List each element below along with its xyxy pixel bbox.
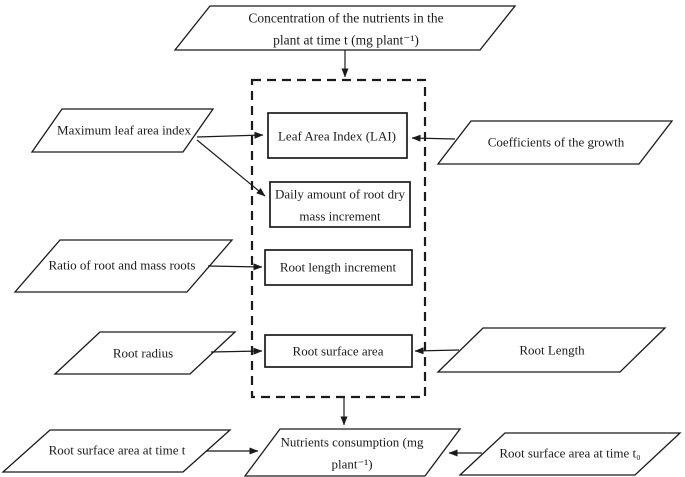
nutrients-consumption-label-line2: plant⁻¹): [331, 456, 373, 472]
node-root-surface-area: [264, 334, 413, 368]
arrow-maxlai-to-lai: [196, 131, 264, 139]
max-leaf-area-index-label: Maximum leaf area index: [57, 122, 191, 138]
arrow-coefficients-to-lai: [411, 134, 456, 142]
ratio-root-mass-label: Ratio of root and mass roots: [48, 257, 196, 273]
root-length-label: Root Length: [519, 342, 585, 358]
root-radius-label: Root radius: [112, 345, 174, 361]
node-nutrients-consumption: [243, 428, 462, 477]
leaf-area-index-label: Leaf Area Index (LAI): [277, 128, 397, 144]
arrow-maxlai-to-dailymass: [196, 139, 266, 197]
node-root-radius: [53, 331, 237, 375]
rsa-time-t0-label: Root surface area at time t₀: [499, 445, 641, 461]
node-ratio-root-mass: [13, 239, 234, 293]
rsa-time-t-label: Root surface area at time t: [48, 442, 186, 458]
node-leaf-area-index: [267, 112, 408, 159]
node-max-leaf-area-index: [30, 108, 215, 153]
node-rsa-time-t0: [458, 432, 682, 476]
node-rsa-time-t: [1, 429, 232, 473]
arrow-ratio-to-rootlengthincrement: [207, 263, 263, 271]
root-length-increment-label: Root length increment: [279, 259, 397, 275]
root-surface-area-label: Root surface area: [292, 343, 384, 359]
nutrients-consumption-label-line1: Nutrients consumption (mg: [280, 434, 424, 450]
node-coefficients-growth: [436, 120, 674, 165]
model-dashed-box: [250, 78, 427, 399]
concentration-label-line2: plant at time t (mg plant⁻¹): [273, 32, 419, 48]
node-daily-root-dry-mass: [269, 181, 411, 228]
arrow-rootlength-to-rootsurfacearea: [414, 347, 460, 355]
coefficients-growth-label: Coefficients of the growth: [487, 134, 625, 150]
node-root-length-increment: [264, 249, 413, 286]
node-concentration: [173, 5, 517, 51]
daily-root-dry-mass-label-line2: mass increment: [299, 208, 381, 224]
daily-root-dry-mass-label-line1: Daily amount of root dry: [275, 186, 405, 202]
arrow-radius-to-rootsurfacearea: [210, 347, 263, 355]
node-root-length: [436, 327, 667, 373]
concentration-label-line1: Concentration of the nutrients in the: [248, 10, 444, 26]
